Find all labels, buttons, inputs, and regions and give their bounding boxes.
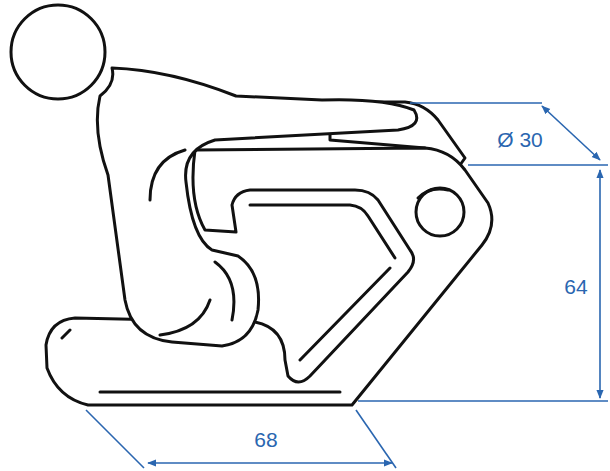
extension-line <box>468 164 608 166</box>
handle-hole <box>416 188 464 236</box>
figure-head <box>11 5 105 99</box>
dimension-arrow <box>542 106 600 160</box>
hole-detail <box>418 189 448 198</box>
figure-detail <box>150 150 234 335</box>
figure-body <box>97 68 416 346</box>
dimension-arrow <box>148 462 392 464</box>
extension-line <box>410 102 542 104</box>
dimension-label: Ø 30 <box>495 128 545 151</box>
dimension-label: 64 <box>562 275 589 298</box>
extension-line <box>358 400 608 402</box>
extension-line <box>356 410 396 468</box>
dimension-lines <box>86 103 608 468</box>
dimension-arrow <box>599 170 601 398</box>
dimension-label: 68 <box>252 428 279 451</box>
extension-line <box>86 410 144 468</box>
figure-and-handle <box>11 5 492 405</box>
